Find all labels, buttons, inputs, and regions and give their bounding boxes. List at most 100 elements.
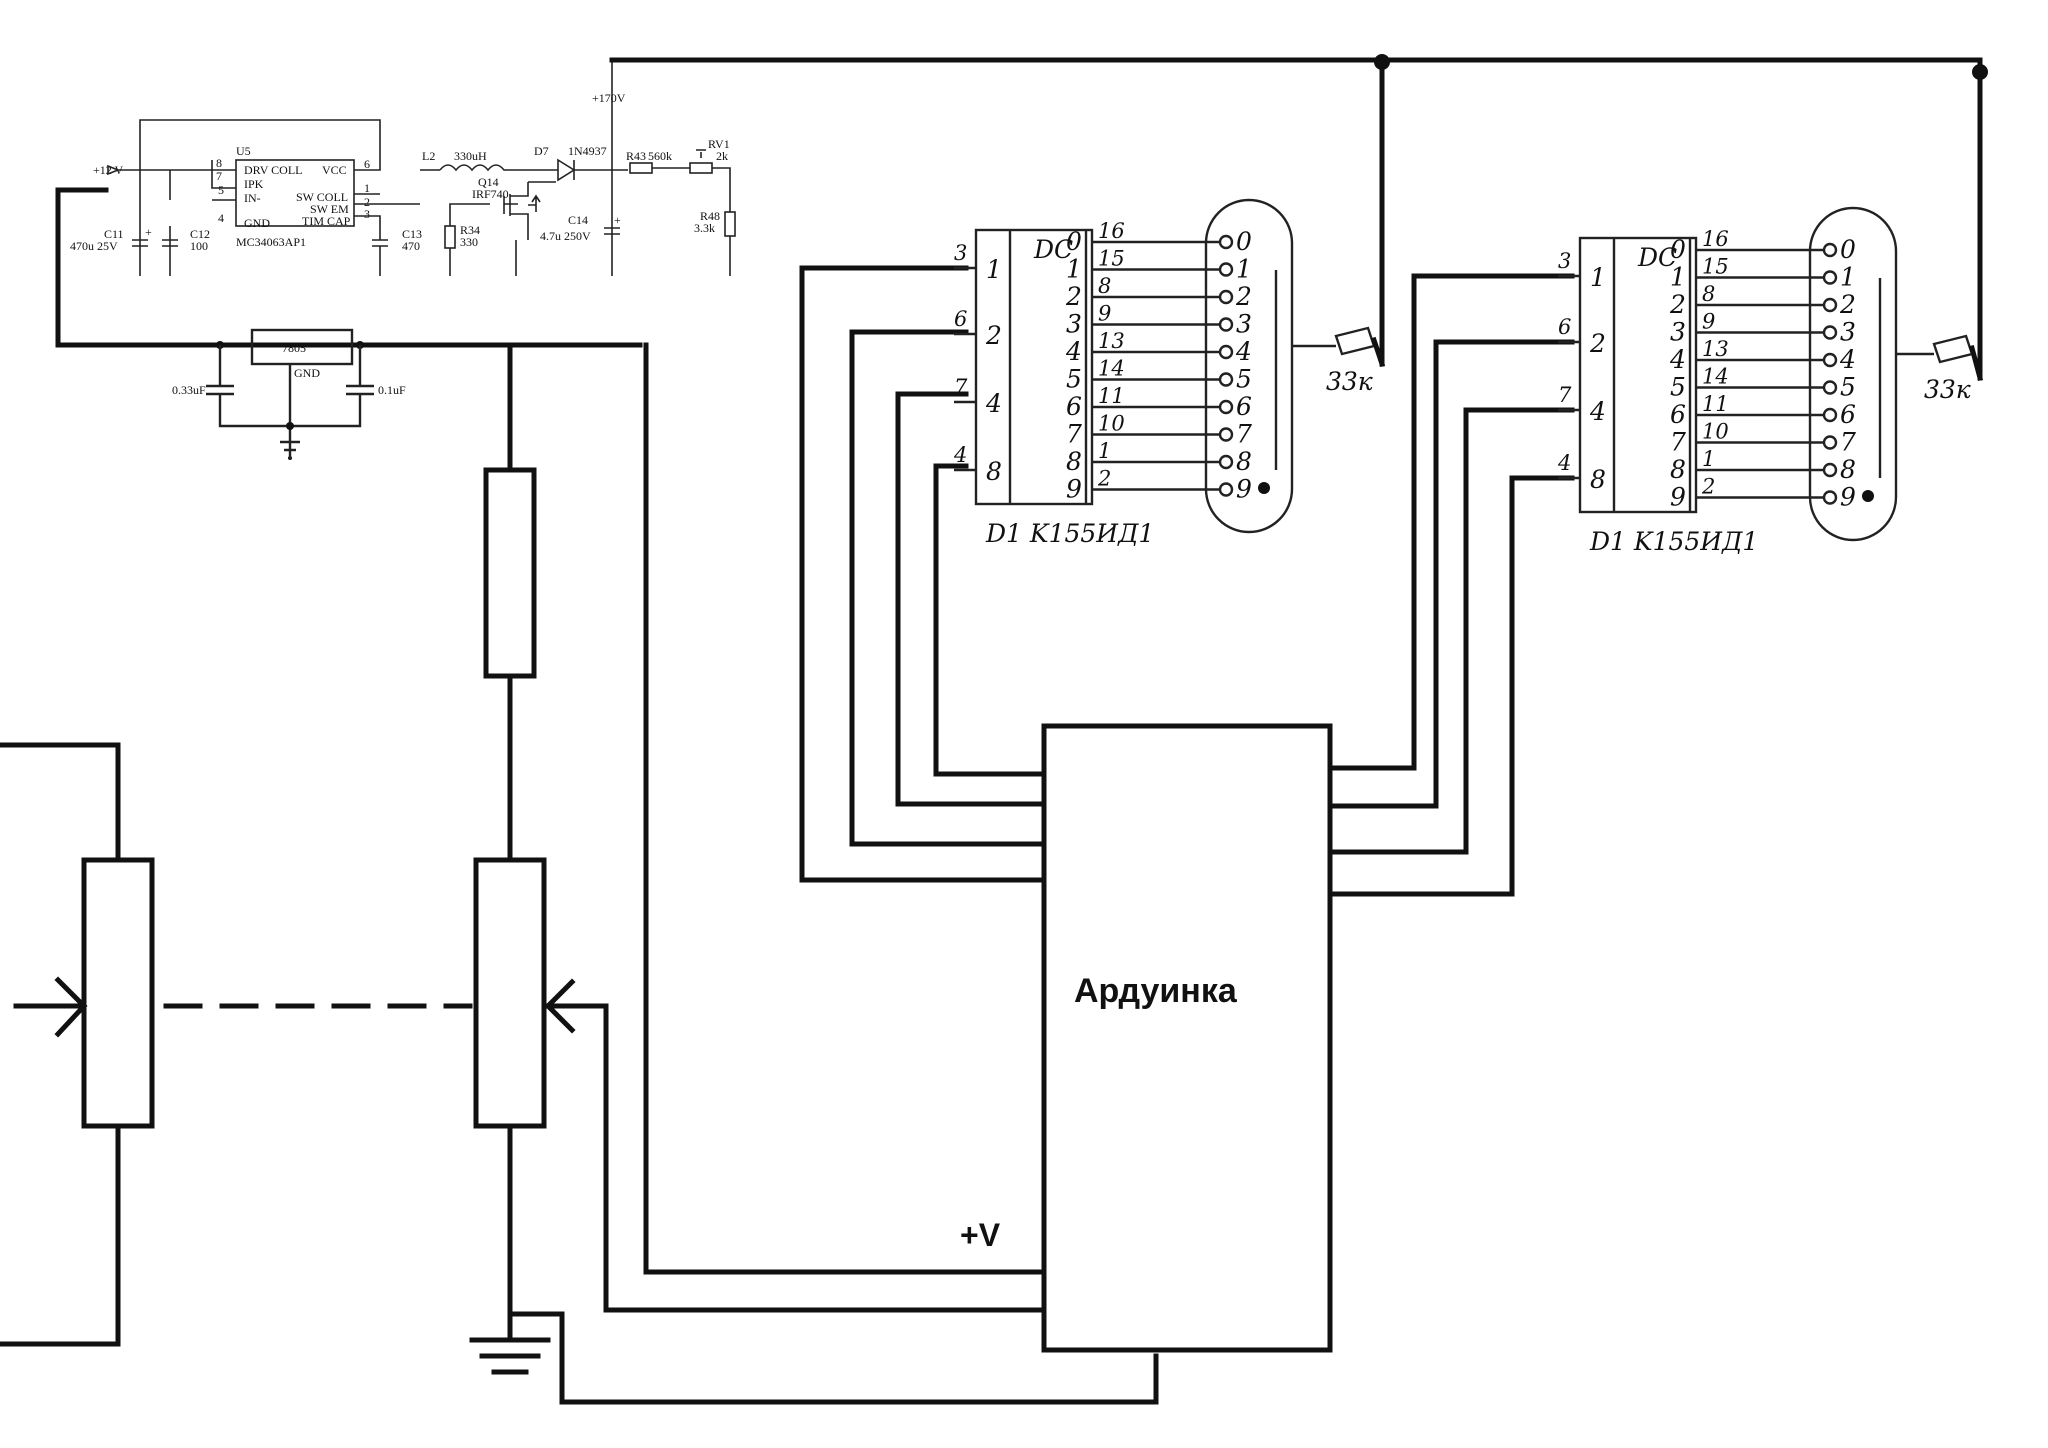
decoder-output-pin: 10 <box>1702 420 1729 444</box>
cathode-pin <box>1218 262 1234 277</box>
decoder-output-index: 6 <box>1066 392 1082 421</box>
decoder-box <box>974 228 1094 506</box>
reg-node-gnd <box>286 422 294 430</box>
decoder-input-weight: 1 <box>986 255 1002 284</box>
trimmer-rv1 <box>689 162 713 174</box>
wire-d2-bit4 <box>1327 407 1575 855</box>
ic-pin-vcc: VCC <box>322 163 347 177</box>
cathode-pin <box>1822 242 1838 258</box>
d7-ref: D7 <box>534 144 549 158</box>
cathode-pin <box>1218 234 1234 250</box>
mosfet-q14 <box>503 182 536 240</box>
cathode-pin <box>1822 462 1838 478</box>
anode-resistor-value: 33к <box>1924 375 1971 404</box>
nixie-digit: 8 <box>1840 455 1856 484</box>
right-potentiometer <box>473 857 547 1129</box>
decoder-output-pin: 2 <box>1097 467 1111 491</box>
nixie-digit: 1 <box>1840 263 1856 292</box>
capacitor-c13 <box>372 239 388 276</box>
decoder-output-pin: 16 <box>1098 219 1125 243</box>
nixie-digit: 3 <box>1840 318 1856 347</box>
arduino-block: Ардуинка +V <box>799 265 1575 1353</box>
power-wiring <box>55 54 1988 381</box>
input-arrow-icon <box>107 164 121 176</box>
r43-wiring <box>652 149 731 196</box>
decoder-output-pin: 8 <box>1702 282 1715 306</box>
ic-pin-sw-coll: SW COLL <box>296 190 348 204</box>
cathode-pin <box>1822 297 1838 313</box>
ground-icon <box>469 1311 551 1375</box>
decoder-output-index: 5 <box>1670 373 1686 402</box>
decoder-output-index: 3 <box>1670 318 1686 347</box>
ic-pin-ipk: IPK <box>244 177 264 191</box>
rv1-value: 2k <box>716 149 728 163</box>
r48-ref: R48 <box>700 209 720 223</box>
cathode-pin <box>1218 399 1234 415</box>
wire-d1-bit2 <box>849 329 1047 847</box>
pin-number-5: 5 <box>218 183 224 197</box>
ic-pin-gnd: GND <box>244 216 270 230</box>
resistor-r48 <box>724 211 736 237</box>
nixie-digit: 9 <box>1236 475 1252 504</box>
regulator-gnd: GND <box>294 366 320 380</box>
decoder-input-weight: 8 <box>1590 465 1606 494</box>
mc34063-box <box>235 159 355 227</box>
r48-value: 3.3k <box>694 221 715 235</box>
pin-number-4: 4 <box>218 211 224 225</box>
nixie-digit: 6 <box>1236 392 1252 421</box>
ic-pin-in: IN- <box>244 191 261 205</box>
capacitor-c14 <box>604 227 620 235</box>
decoder-output-index: 7 <box>1670 428 1686 457</box>
mosfet-body-diode <box>531 194 541 212</box>
decoder-output-index: 2 <box>1065 282 1082 311</box>
wire-d1-bit4 <box>895 391 1047 807</box>
decoder-input-weight: 8 <box>986 457 1002 486</box>
ic-wiring <box>118 119 420 240</box>
c13-ref: C13 <box>402 227 422 241</box>
regulator-7805: 7805 GND 0.33uF 0.1uF <box>172 328 406 460</box>
nixie-key-dot <box>1258 482 1270 494</box>
diode-d7 <box>557 158 612 182</box>
q14-value: IRF740 <box>472 187 509 201</box>
decoder-output-index: 7 <box>1066 420 1082 449</box>
c11-ref: C11 <box>104 227 124 241</box>
l2-ref: L2 <box>422 149 435 163</box>
decoder-output-index: 6 <box>1670 400 1686 429</box>
decoder-output-index: 9 <box>1670 483 1686 512</box>
nixie-digit: 0 <box>1236 227 1252 256</box>
cathode-pin <box>1822 270 1838 285</box>
hv-rail <box>611 60 628 276</box>
c11-plus: + <box>145 225 152 239</box>
q14-ref: Q14 <box>478 175 499 189</box>
decoder-box <box>1578 236 1698 514</box>
nixie-digit: 7 <box>1840 428 1856 457</box>
decoder-output-pin: 1 <box>1702 447 1715 471</box>
decoder-output-index: 8 <box>1670 455 1686 484</box>
pin-number-3: 3 <box>364 207 370 221</box>
anode-resistor-value: 33к <box>1326 367 1373 396</box>
cathode-pin <box>1218 317 1234 332</box>
wiper-arrow-right <box>544 978 1047 1313</box>
decoder-output-pin: 16 <box>1702 227 1729 251</box>
decoder-input-weight: 4 <box>985 389 1002 418</box>
r34-value: 330 <box>460 235 478 249</box>
nixie-digit: 1 <box>1236 255 1252 284</box>
decoder-output-pin: 13 <box>1098 329 1125 353</box>
cathode-pin <box>1822 380 1838 395</box>
pin-number-8: 8 <box>216 156 222 170</box>
decoder-output-index: 2 <box>1669 290 1686 319</box>
decoder-dividers <box>1008 230 1088 504</box>
resistor-r43 <box>629 162 653 174</box>
pot-section <box>0 342 1159 1405</box>
hv-supply-section: U5 MC34063AP1 DRV COLL IPK IN- GND VCC S… <box>70 60 736 276</box>
decoder-output-pin: 11 <box>1702 392 1729 416</box>
decoder-input-pin: 4 <box>953 443 967 467</box>
series-resistor <box>483 467 537 679</box>
cathode-pin <box>1822 435 1838 450</box>
r43-value: 560k <box>648 149 672 163</box>
nixie-digit: 7 <box>1236 420 1252 449</box>
decoder-dc-label: DC <box>1637 243 1677 272</box>
decoder-input-weight: 2 <box>1589 329 1606 358</box>
resistor-r34 <box>444 225 456 249</box>
